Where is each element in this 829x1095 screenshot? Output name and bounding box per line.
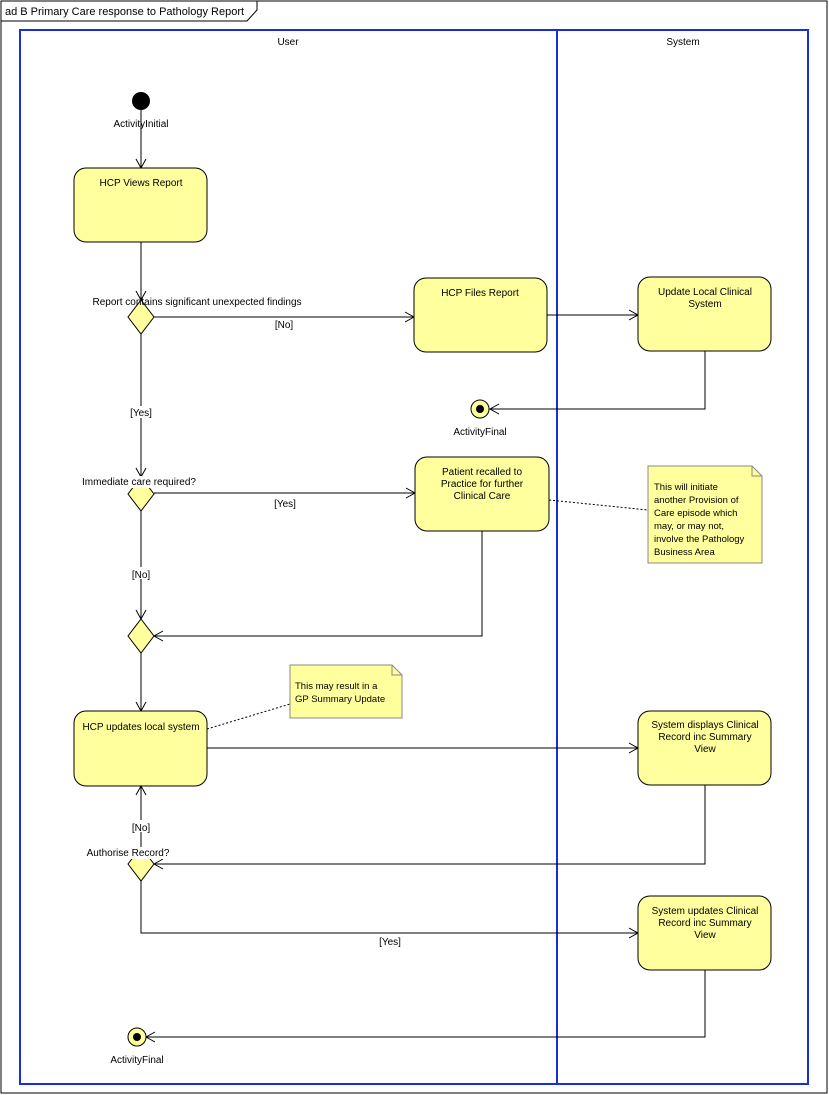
decision-label-immediate-care: Immediate care required?: [82, 477, 196, 488]
activity-label-line-1: System updates Clinical: [652, 906, 759, 917]
activity-hcp-views-report[interactable]: HCP Views Report: [73, 167, 208, 243]
activity-final-node-2[interactable]: [127, 1027, 147, 1047]
decision-label-bg: [83, 847, 173, 859]
guard-bg: [125, 406, 157, 418]
activity-label: HCP Files Report: [441, 288, 519, 299]
activity-label-line-1: Patient recalled to: [442, 467, 522, 478]
arrowhead: [488, 403, 500, 415]
decision-label-bg: [80, 476, 200, 488]
swimlane-container: [19, 29, 809, 1085]
note-line-2: GP Summary Update: [295, 694, 385, 705]
note-line-5: involve the Pathology: [654, 534, 745, 545]
activity-final-label-2: ActivityFinal: [110, 1055, 163, 1066]
frame-title-tab: [1, 1, 258, 22]
decision-label-significant-findings: Report contains significant unexpected f…: [92, 297, 301, 308]
activity-hcp-files-report[interactable]: HCP Files Report: [413, 277, 548, 353]
activity-hcp-updates-local-system[interactable]: HCP updates local system: [73, 710, 208, 787]
flow-recall-to-merge: [154, 531, 483, 637]
activity-label-line-2: Record inc Summary: [658, 732, 751, 743]
guard-d2-no: [No]: [132, 570, 151, 581]
note-gp-summary-update: This may result in a GP Summary Update: [289, 664, 403, 719]
activity-label-line-2: Practice for further: [441, 479, 524, 490]
note-provision-of-care: This will initiate another Provision of …: [647, 465, 763, 564]
guard-d2-yes: [Yes]: [274, 499, 296, 510]
decision-label-authorise-record: Authorise Record?: [87, 848, 170, 859]
guard-d1-no: [No]: [275, 320, 294, 331]
guard-d4-no: [No]: [132, 823, 151, 834]
guard-bg: [128, 567, 154, 579]
note-line-6: Business Area: [654, 547, 715, 558]
note-line-4: may, or may not,: [654, 521, 724, 532]
flow-update-local-to-final: [490, 351, 706, 410]
flow-system-updates-to-final: [146, 970, 706, 1038]
activity-initial-node[interactable]: [132, 92, 150, 110]
note-line-1: This may result in a: [295, 681, 378, 692]
note-connector-1: [548, 499, 649, 511]
arrowhead: [135, 784, 147, 796]
lane-system-label: System: [666, 37, 699, 48]
activity-update-local-clinical-system[interactable]: Update Local Clinical System: [637, 276, 772, 352]
activity-system-displays-clinical-record[interactable]: System displays Clinical Record inc Summ…: [637, 710, 772, 786]
activity-label-line-2: Record inc Summary: [658, 918, 751, 929]
activity-label-line-3: View: [694, 744, 716, 755]
guard-d1-yes: [Yes]: [130, 408, 152, 419]
note-connector-2: [206, 703, 291, 730]
activity-label-line-3: Clinical Care: [454, 491, 511, 502]
flow-displays-to-d4: [154, 785, 706, 865]
activity-label-line-3: View: [694, 930, 716, 941]
activity-label-line-2: System: [688, 299, 721, 310]
activity-label: HCP updates local system: [82, 722, 199, 733]
activity-final-label-1: ActivityFinal: [453, 427, 506, 438]
activity-label-line-1: Update Local Clinical: [658, 287, 752, 298]
activity-label-line-1: System displays Clinical: [651, 720, 758, 731]
activity-label: HCP Views Report: [100, 178, 183, 189]
activity-system-updates-clinical-record[interactable]: System updates Clinical Record inc Summa…: [637, 895, 772, 971]
note-line-3: Care episode which: [654, 508, 737, 519]
activity-patient-recalled[interactable]: Patient recalled to Practice for further…: [414, 456, 550, 532]
flow-d4-to-system-updates: [140, 881, 638, 934]
note-line-1: This will initiate: [654, 482, 718, 493]
note-line-2: another Provision of: [654, 495, 739, 506]
guard-bg: [128, 820, 154, 832]
merge-node[interactable]: [127, 618, 155, 654]
activity-final-node-1[interactable]: [470, 399, 490, 419]
guard-d4-yes: [Yes]: [379, 937, 401, 948]
lane-user-label: User: [277, 37, 299, 48]
frame-title: ad B Primary Care response to Pathology …: [5, 6, 244, 18]
